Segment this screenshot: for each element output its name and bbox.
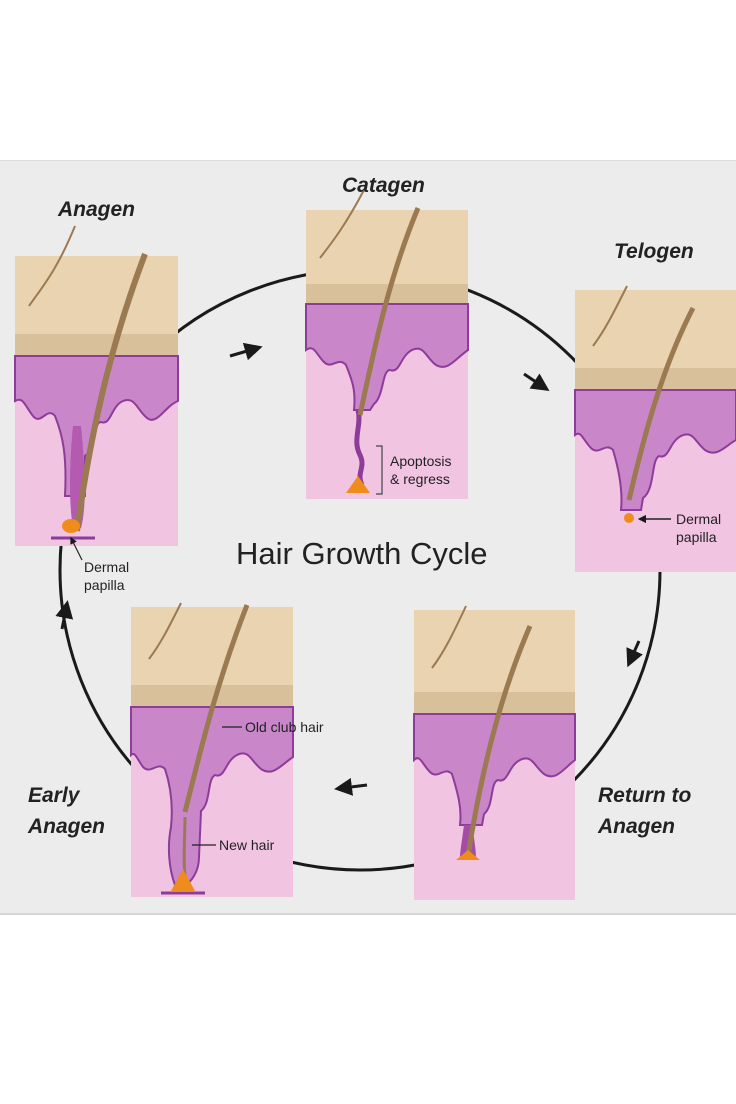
callout-old-club-hair: Old club hair (245, 719, 324, 735)
callout-line: Apoptosis (390, 453, 452, 469)
callout-line: & regress (390, 471, 450, 487)
return-to-anagen-panel (413, 605, 576, 900)
callout-telogen-dermal-papilla: Dermal papilla (676, 510, 721, 546)
callout-apoptosis: Apoptosis & regress (390, 452, 451, 488)
callout-new-hair: New hair (219, 837, 275, 853)
callout-line: papilla (84, 577, 125, 593)
stage-label-line: Anagen (598, 815, 676, 838)
stage-label-line: Anagen (28, 815, 106, 838)
callout-line: papilla (676, 529, 717, 545)
arrow-early-to-anagen (55, 600, 74, 630)
arrow-telogen-to-return (626, 640, 643, 668)
diagram-title: Hair Growth Cycle (236, 536, 488, 571)
callout-line: Dermal (676, 511, 722, 527)
apoptosis-bracket (376, 445, 383, 495)
callout-anagen-dermal-papilla: Dermal papilla (84, 558, 129, 594)
telogen-panel (574, 285, 736, 572)
stage-label-anagen: Anagen (58, 198, 136, 221)
anagen-papilla-pointer (70, 536, 83, 561)
catagen-panel (305, 189, 469, 499)
arrow-return-to-early (334, 777, 368, 796)
arrow-catagen-to-telogen (523, 372, 550, 391)
stage-label-telogen: Telogen (614, 240, 694, 263)
early-anagen-panel (130, 602, 294, 897)
anagen-panel (14, 225, 179, 546)
stage-label-return-to-anagen: Return to Anagen (598, 780, 691, 842)
callout-line: Dermal (84, 559, 130, 575)
arrow-anagen-to-catagen (229, 342, 263, 361)
stage-label-catagen: Catagen (342, 174, 425, 197)
stage-label-line: Return to (598, 784, 692, 807)
stage-label-early-anagen: Early Anagen (28, 780, 105, 842)
stage-label-line: Early (28, 784, 80, 807)
